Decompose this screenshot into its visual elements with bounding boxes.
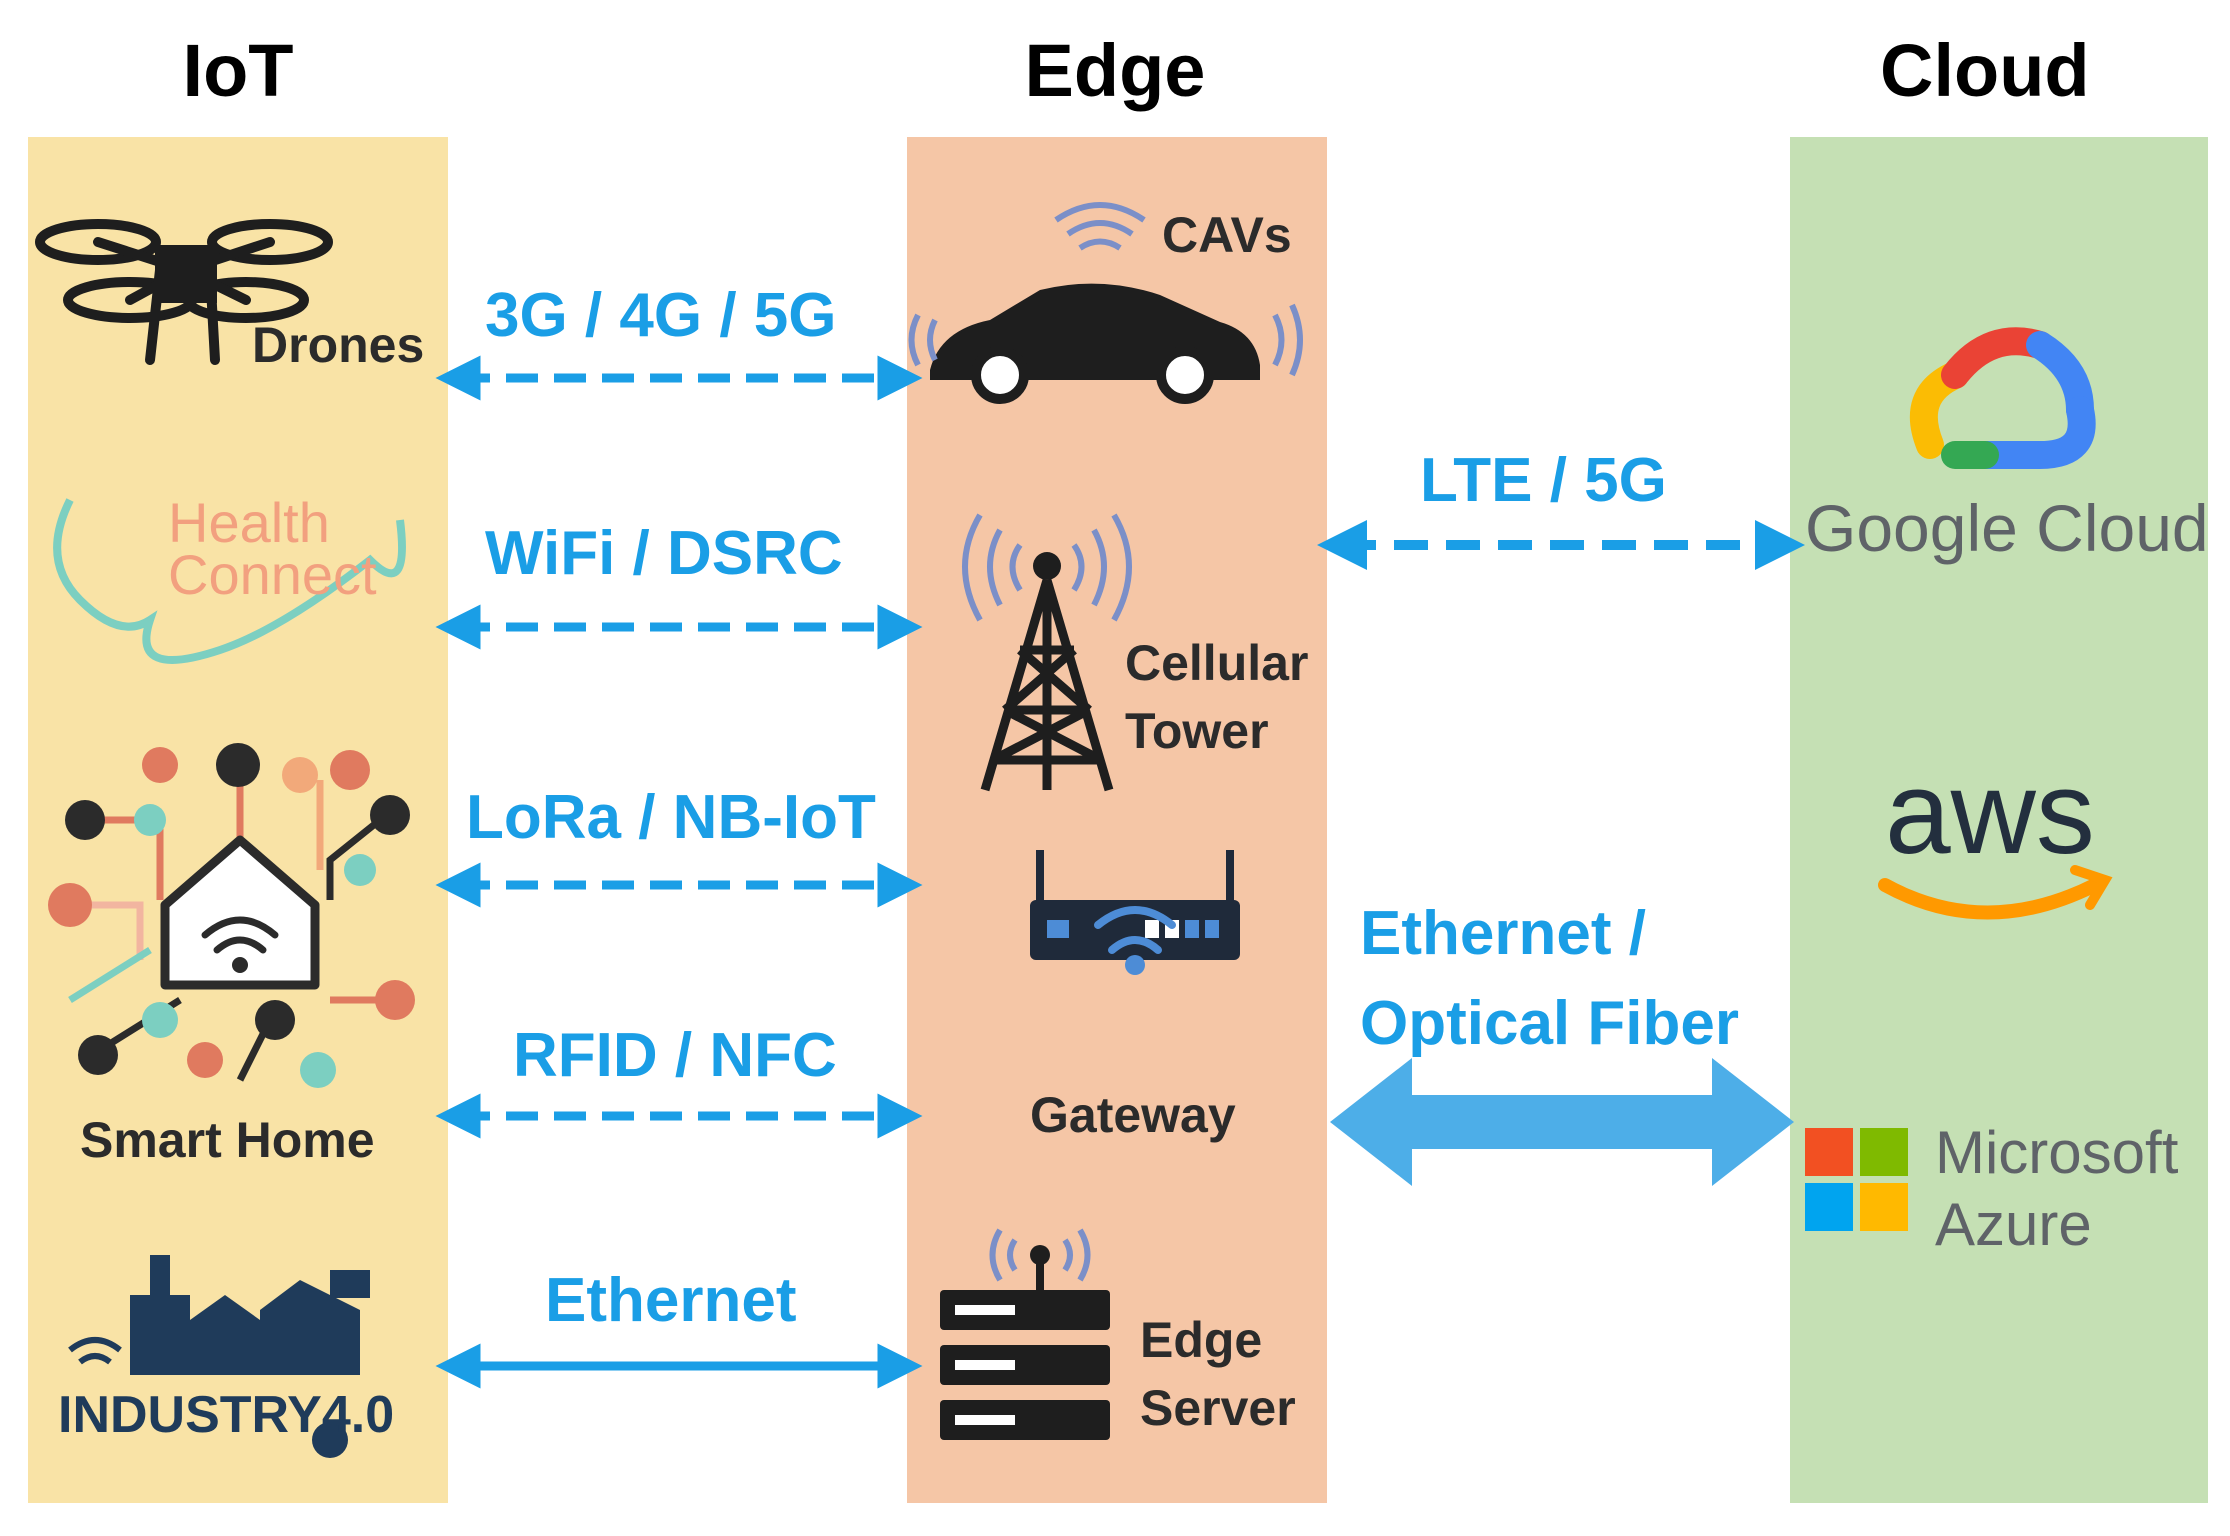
edge-heading: Edge	[1024, 29, 1206, 112]
cell-tower-icon	[962, 513, 1132, 792]
gateway-label: Gateway	[1030, 1087, 1236, 1143]
cavs-label: CAVs	[1162, 207, 1292, 263]
industry-icon	[68, 1255, 370, 1458]
car-icon	[908, 202, 1303, 404]
microsoft-azure-line1: Microsoft	[1935, 1119, 2179, 1186]
google-cloud-label: Google Cloud	[1805, 491, 2209, 565]
router-icon	[1030, 850, 1240, 975]
google-cloud-logo	[1909, 327, 2096, 469]
edge-server-line1: Edge	[1140, 1312, 1263, 1368]
link-label-wifi: WiFi / DSRC	[485, 519, 843, 588]
smart-home-icon	[48, 743, 415, 1088]
drones-label: Drones	[252, 317, 425, 373]
cellular-tower-line1: Cellular	[1125, 635, 1309, 691]
arrow-optical-fiber	[1330, 1058, 1794, 1186]
health-connect-line2: Connect	[168, 543, 377, 606]
iot-heading: IoT	[182, 29, 294, 112]
link-label-optical-line2: Optical Fiber	[1360, 989, 1739, 1058]
smart-home-label: Smart Home	[80, 1112, 375, 1168]
aws-label: aws	[1885, 747, 2095, 879]
cellular-tower-line2: Tower	[1125, 703, 1269, 759]
link-label-optical-line1: Ethernet /	[1360, 899, 1646, 968]
edge-server-line2: Server	[1140, 1380, 1296, 1436]
cloud-heading: Cloud	[1880, 29, 2090, 112]
cloud-column	[1790, 137, 2208, 1503]
stethoscope-icon	[53, 498, 406, 664]
industry-label: INDUSTRY4.0	[58, 1386, 395, 1444]
link-label-lora: LoRa / NB-IoT	[466, 783, 876, 852]
server-icon	[940, 1228, 1110, 1440]
aws-smile-icon	[1878, 878, 2102, 920]
drone-icon	[35, 219, 333, 365]
microsoft-azure-line2: Azure	[1935, 1191, 2092, 1258]
health-connect-line1: Health	[168, 491, 330, 554]
microsoft-logo	[1805, 1128, 1908, 1231]
link-label-ethernet: Ethernet	[545, 1266, 797, 1335]
link-label-lte: LTE / 5G	[1420, 446, 1667, 515]
link-label-rfid: RFID / NFC	[513, 1021, 837, 1090]
link-label-cellular: 3G / 4G / 5G	[485, 281, 837, 350]
